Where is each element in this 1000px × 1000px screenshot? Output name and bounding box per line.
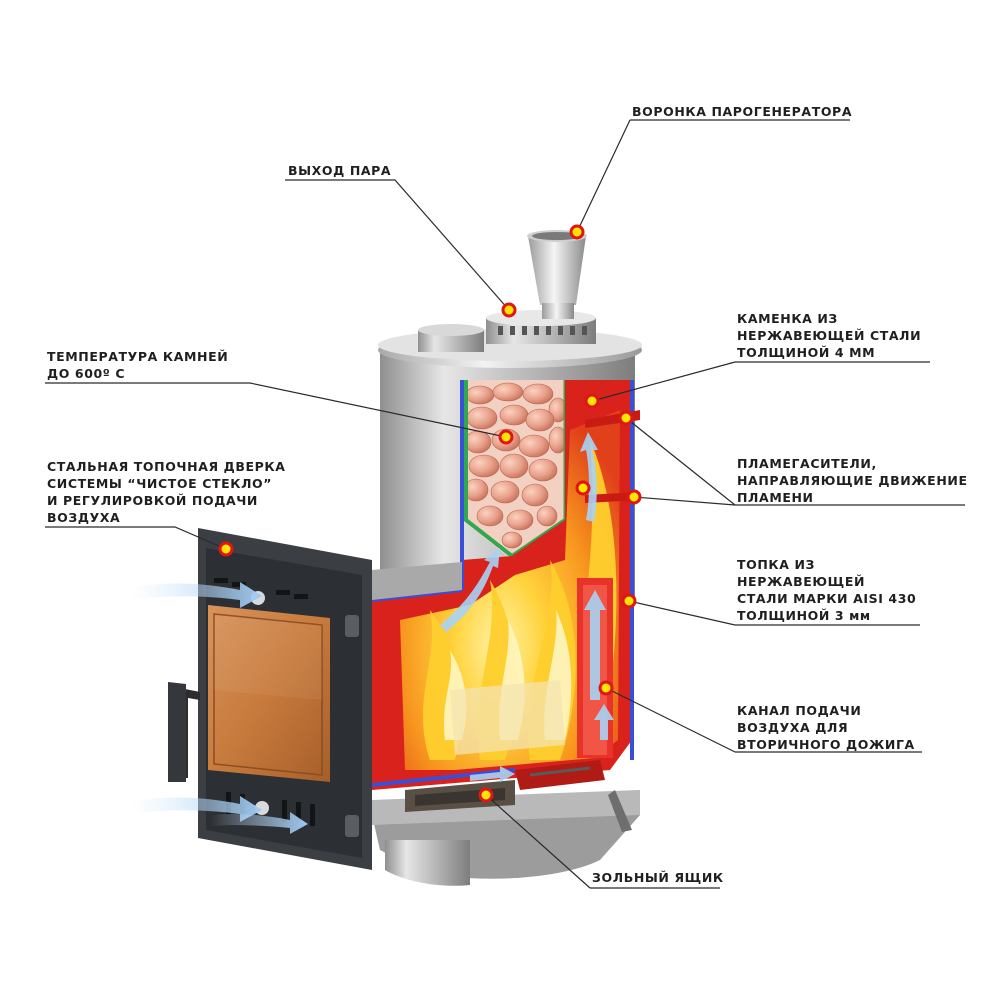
label-stone-chamber: КАМЕНКА ИЗ НЕРЖАВЕЮЩЕЙ СТАЛИ ТОЛЩИНОЙ 4 … bbox=[737, 310, 921, 361]
label-steam-funnel: ВОРОНКА ПАРОГЕНЕРАТОРА bbox=[632, 103, 852, 120]
label-ash-box: ЗОЛЬНЫЙ ЯЩИК bbox=[592, 869, 724, 886]
label-firebox: ТОПКА ИЗ НЕРЖАВЕЮЩЕЙ СТАЛИ МАРКИ AISI 43… bbox=[737, 556, 916, 624]
label-air-channel: КАНАЛ ПОДАЧИ ВОЗДУХА ДЛЯ ВТОРИЧНОГО ДОЖИ… bbox=[737, 702, 915, 753]
steam-funnel bbox=[527, 230, 587, 319]
label-stone-temperature: ТЕМПЕРАТУРА КАМНЕЙ ДО 600º С bbox=[47, 348, 228, 382]
label-steam-outlet: ВЫХОД ПАРА bbox=[288, 162, 391, 179]
label-flame-dampers: ПЛАМЕГАСИТЕЛИ, НАПРАВЛЯЮЩИЕ ДВИЖЕНИЕ ПЛА… bbox=[737, 455, 968, 506]
label-fire-door: СТАЛЬНАЯ ТОПОЧНАЯ ДВЕРКА СИСТЕМЫ “ЧИСТОЕ… bbox=[47, 458, 286, 526]
